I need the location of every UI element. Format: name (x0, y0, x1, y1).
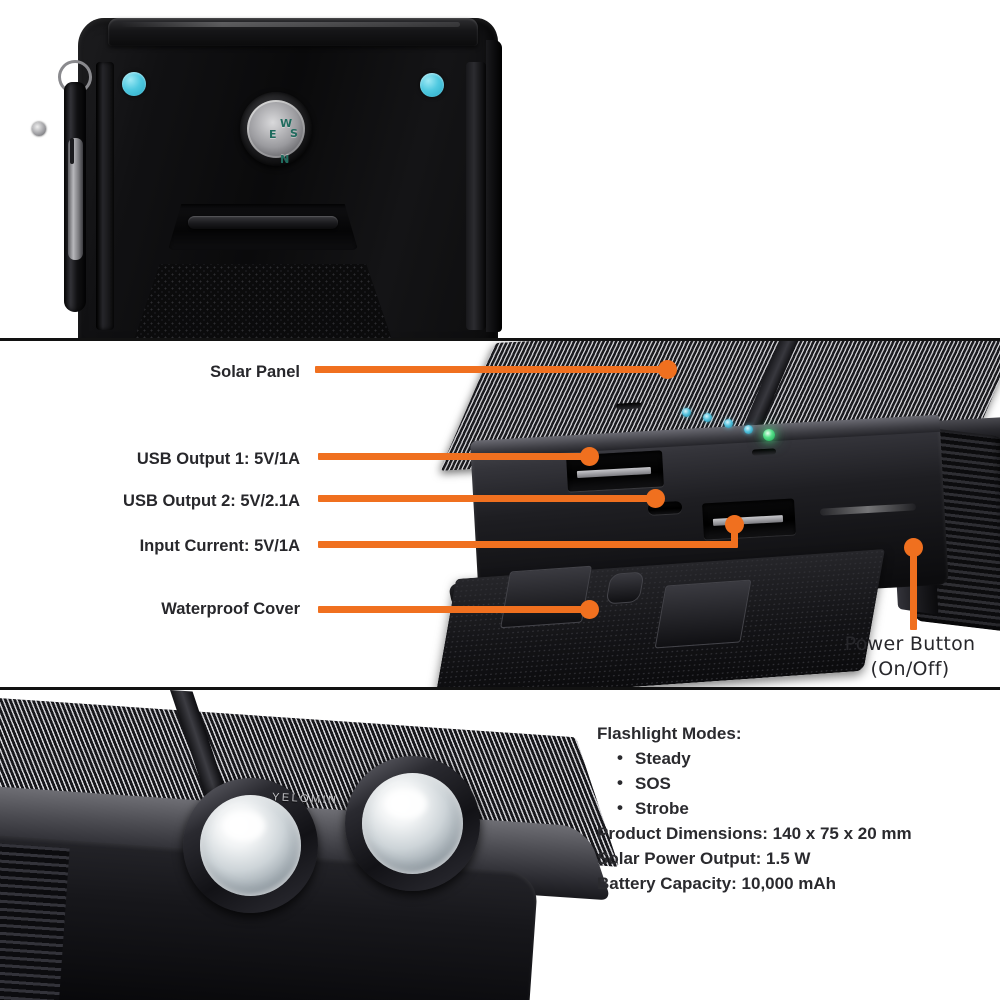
led-indicator-1-icon (682, 408, 691, 417)
carabiner-notch (70, 138, 74, 164)
micro-usb-input-cavity (647, 501, 683, 515)
panel-ports-view (0, 341, 1000, 689)
led-power-on-icon (763, 429, 775, 441)
list-item: SOS (615, 771, 992, 797)
compass-south-label: S (290, 127, 298, 140)
compass-pivot (32, 122, 46, 136)
device-side-ribs (0, 838, 70, 1000)
flap-recess-1 (500, 565, 592, 629)
compass-housing: N E S W (240, 92, 312, 166)
flashlight-modes-list: Steady SOS Strobe (615, 746, 992, 822)
right-bevel (486, 40, 502, 332)
panel-divider-bottom (0, 687, 1000, 690)
flashlight-lens-right (362, 773, 463, 874)
left-rib (96, 62, 114, 330)
mid-product-stage (0, 341, 1000, 689)
spec-solar-output: Solar Power Output: 1.5 W (597, 848, 811, 868)
panel-front-view: N E S W (0, 0, 1000, 340)
compass-west-label: W (280, 117, 293, 130)
led-indicator-4-icon (744, 425, 753, 434)
textured-grip-pad (134, 264, 392, 340)
compass-north-label: N (280, 152, 290, 165)
list-item: Strobe (615, 796, 992, 822)
compass-face: N E S W (249, 102, 303, 165)
teal-marker-right-icon (420, 73, 444, 97)
handle-bar (188, 216, 338, 229)
carabiner-clip (52, 56, 98, 312)
lid-highlight (120, 22, 460, 27)
compass-east-label: E (269, 128, 277, 141)
panel-divider-top (0, 338, 1000, 341)
flashlight-lens-left (200, 795, 301, 896)
spec-dimensions: Product Dimensions: 140 x 75 x 20 mm (597, 823, 912, 843)
right-rib (466, 62, 486, 330)
list-item: Steady (615, 746, 992, 772)
flap-recess-3 (654, 579, 752, 649)
spec-battery-capacity: Battery Capacity: 10,000 mAh (597, 873, 837, 893)
carabiner-metal-latch (68, 138, 83, 260)
teal-marker-left-icon (122, 72, 146, 96)
panel-flashlight-view (0, 690, 1000, 1000)
led-indicator-3-icon (724, 419, 733, 428)
led-indicator-2-icon (703, 413, 712, 422)
flashlight-modes-heading: Flashlight Modes: (597, 724, 742, 743)
hinged-lid (108, 18, 478, 46)
specifications-block: Flashlight Modes: Steady SOS Strobe Prod… (597, 722, 992, 897)
